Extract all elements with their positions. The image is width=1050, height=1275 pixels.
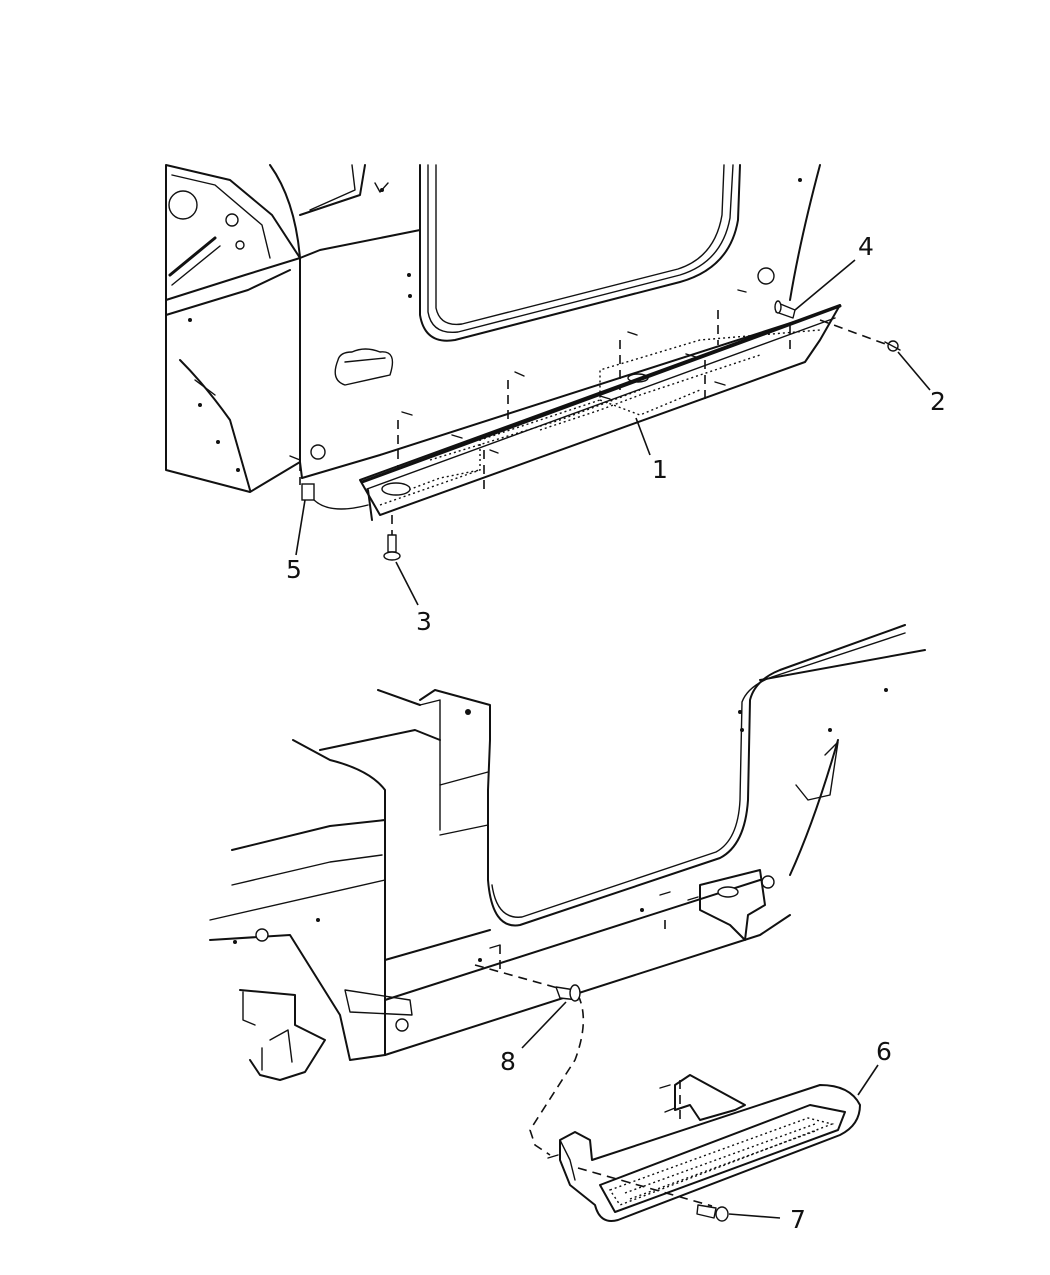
callout-2: 2 [930, 387, 946, 416]
lower-assembly-view [209, 624, 926, 1222]
leader-5 [295, 499, 306, 556]
rocker-step-sill [359, 289, 842, 521]
callout-1: 1 [652, 455, 668, 484]
callout-3: 3 [416, 607, 432, 636]
callout-4: 4 [858, 232, 874, 261]
callout-8: 8 [500, 1047, 516, 1076]
leader-7 [728, 1213, 781, 1219]
leader-8 [521, 1001, 567, 1049]
bolt-7 [577, 1167, 729, 1222]
bolt-3 [383, 515, 401, 561]
callout-6: 6 [876, 1037, 892, 1066]
lower-rocker-panel [384, 624, 926, 1056]
assembly-path-step [529, 994, 585, 1156]
rear-body-block [209, 689, 491, 1081]
leader-6 [857, 1064, 879, 1096]
callout-7: 7 [790, 1205, 806, 1234]
leader-2 [897, 351, 931, 391]
screw-2 [819, 319, 901, 352]
leader-4 [794, 259, 856, 311]
nut-5 [289, 455, 369, 510]
rear-quarter-panel [165, 164, 301, 493]
nut-8 [555, 984, 581, 1002]
assembly-path-8 [474, 964, 566, 991]
side-step [547, 1074, 861, 1222]
leader-3 [395, 561, 419, 606]
clip-4 [774, 300, 796, 319]
leader-1 [635, 417, 651, 456]
callout-5: 5 [286, 555, 302, 584]
body-side-panel [269, 164, 821, 479]
upper-assembly-view [165, 164, 931, 606]
